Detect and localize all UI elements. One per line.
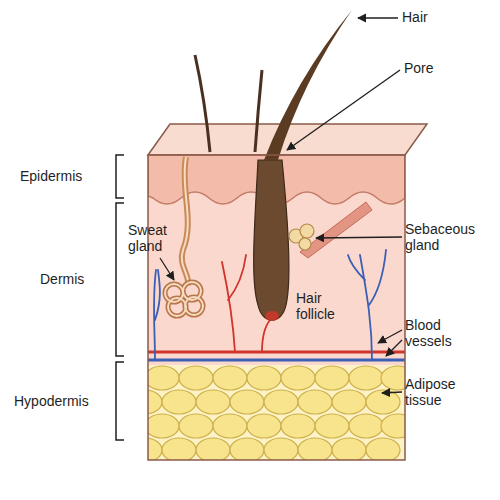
blood-vessels xyxy=(222,255,246,352)
blood-vessels-label: Blood vessels xyxy=(405,317,469,349)
arrector-pili-muscle xyxy=(300,202,372,258)
layer-brackets xyxy=(116,155,124,198)
adipose-cells xyxy=(315,366,349,390)
pore-label: Pore xyxy=(404,60,434,76)
adipose-tissue-label: Adipose tissue xyxy=(405,376,469,408)
hypodermis-label: Hypodermis xyxy=(14,393,89,409)
blood-vessels xyxy=(348,250,386,360)
adipose-cells xyxy=(349,414,383,438)
leader-lines xyxy=(160,18,402,393)
adipose-cells xyxy=(162,390,196,414)
hair-follicle-label: Hair follicle xyxy=(296,290,350,322)
blood-vessels xyxy=(148,359,405,362)
leader-lines xyxy=(378,330,402,343)
adipose-cells xyxy=(332,390,366,414)
sweat-gland xyxy=(165,282,203,316)
adipose-cells xyxy=(264,438,298,460)
layer-brackets xyxy=(116,203,124,356)
hair-shafts xyxy=(264,10,352,160)
hair-shafts xyxy=(195,10,352,160)
skin-block-outline xyxy=(148,155,405,460)
dermis-label: Dermis xyxy=(40,271,84,287)
adipose-cells xyxy=(281,414,315,438)
adipose-cells xyxy=(179,414,213,438)
hair-shafts xyxy=(195,55,210,152)
adipose-cells xyxy=(298,438,332,460)
sweat-gland xyxy=(182,157,188,285)
adipose-cells xyxy=(264,390,298,414)
layer-brackets xyxy=(116,362,124,440)
epidermis-label: Epidermis xyxy=(20,168,82,184)
adipose-cells xyxy=(381,414,405,438)
leader-lines xyxy=(287,70,400,150)
adipose-cells xyxy=(162,438,196,460)
adipose-cells xyxy=(281,366,315,390)
sweat-gland xyxy=(165,157,203,316)
hair-shafts xyxy=(255,70,262,152)
sweat-gland xyxy=(182,157,188,285)
adipose-cells xyxy=(315,414,349,438)
blood-vessels xyxy=(262,320,270,352)
adipose-cells xyxy=(179,366,213,390)
sebaceous-gland xyxy=(300,224,314,238)
sweat-gland xyxy=(185,297,203,315)
sebaceous-gland-label: Sebaceous gland xyxy=(405,221,483,253)
leader-lines xyxy=(386,340,402,356)
hair-follicle xyxy=(265,311,279,321)
adipose-cells xyxy=(213,366,247,390)
adipose-cells xyxy=(366,438,400,460)
hair-follicle xyxy=(254,160,289,321)
hair-follicle xyxy=(254,160,289,320)
adipose-cells xyxy=(247,414,281,438)
adipose-cells xyxy=(196,390,230,414)
skin-block-outline xyxy=(148,155,405,460)
sebaceous-gland xyxy=(289,224,314,250)
adipose-cells xyxy=(247,366,281,390)
adipose-cells xyxy=(148,366,179,390)
leader-lines xyxy=(160,258,174,280)
leader-lines xyxy=(358,17,398,18)
dermis-layer xyxy=(148,155,405,365)
blood-vessels xyxy=(148,351,405,354)
skin-layers xyxy=(148,155,405,460)
adipose-cells xyxy=(349,366,383,390)
adipose-cells xyxy=(196,438,230,460)
adipose-cells xyxy=(148,366,405,460)
adipose-cells xyxy=(298,390,332,414)
leader-lines xyxy=(382,392,402,393)
adipose-cells xyxy=(148,390,162,414)
sebaceous-gland xyxy=(299,238,311,250)
adipose-cells xyxy=(381,366,405,390)
adipose-cells xyxy=(230,390,264,414)
blood-vessels xyxy=(154,270,160,360)
leader-lines xyxy=(316,237,402,238)
adipose-cells xyxy=(332,438,366,460)
adipose-cells xyxy=(230,438,264,460)
adipose-cells xyxy=(148,438,162,460)
adipose-cells xyxy=(148,414,179,438)
adipose-cells xyxy=(213,414,247,438)
hair-label: Hair xyxy=(402,9,428,25)
layer-brackets xyxy=(116,155,124,440)
sweat-gland xyxy=(168,298,186,316)
sweat-gland-label: Sweat gland xyxy=(128,222,176,254)
arrector-pili-muscle xyxy=(300,202,372,258)
